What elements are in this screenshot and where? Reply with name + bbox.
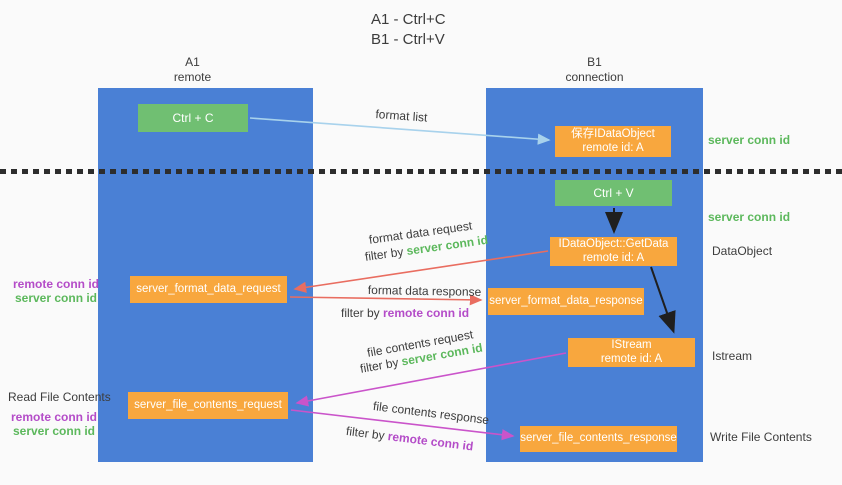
node-server-format-data-response: server_format_data_response [488, 288, 644, 315]
node-getdata-line1: IDataObject::GetData [558, 238, 669, 250]
label-dataobject: DataObject [712, 244, 773, 258]
lane-b1-name: connection [565, 70, 624, 84]
node-ctrl-c-label: Ctrl + C [172, 111, 214, 125]
node-save-idataobject: 保存IDataObject remote id: A [555, 126, 671, 157]
lane-b1-id: B1 [587, 55, 602, 69]
format-data-request-arrow [293, 250, 549, 293]
label-read-file-contents: Read File Contents [8, 390, 111, 404]
lane-header-b1: B1 connection [486, 55, 703, 85]
label-server-conn-id-mid: server conn id [708, 210, 791, 224]
file-contents-response-arrow [290, 409, 515, 441]
label-istream: Istream [712, 349, 753, 363]
file-contents-request-arrow [295, 352, 567, 407]
label-remote-conn-id-1: remote conn id [12, 277, 99, 291]
node-file-response-label: server_file_contents_response [520, 432, 677, 445]
title-line-2: B1 - Ctrl+V [371, 31, 445, 48]
label-server-conn-id-1: server conn id [14, 291, 98, 305]
getdata-to-istream-arrow [650, 266, 676, 334]
node-ctrl-v: Ctrl + V [555, 180, 672, 206]
node-ctrl-v-label: Ctrl + V [593, 186, 634, 200]
label-write-file-contents: Write File Contents [710, 430, 812, 444]
node-istream-line1: IStream [611, 339, 652, 351]
label-remote-conn-id-2: remote conn id [10, 410, 97, 424]
node-format-request-label: server_format_data_request [136, 282, 281, 295]
node-format-response-label: server_format_data_response [489, 294, 643, 307]
node-getdata-line2: remote id: A [582, 251, 645, 264]
node-idataobject-getdata: IDataObject::GetData remote id: A [550, 237, 677, 266]
filter-remote-conn-id: remote conn id [383, 306, 470, 320]
node-server-file-contents-request: server_file_contents_request [128, 392, 288, 419]
node-save-idataobject-line2: remote id: A [582, 141, 644, 154]
lane-header-a1: A1 remote [85, 55, 300, 85]
node-server-file-contents-response: server_file_contents_response [520, 426, 677, 452]
node-file-request-label: server_file_contents_request [134, 398, 282, 411]
arrow-filter-format-data-response: filter by remote conn id [341, 306, 469, 320]
node-save-idataobject-line1: 保存IDataObject [571, 128, 655, 140]
node-istream-line2: remote id: A [600, 352, 663, 365]
label-conn-ids-format-request: remote conn id server conn id [10, 277, 102, 305]
lane-a1-id: A1 [185, 55, 200, 69]
format-data-response-arrow [289, 294, 483, 306]
phase-divider-dotted-line [0, 169, 842, 174]
lane-a1-name: remote [173, 70, 212, 84]
diagram-title: A1 - Ctrl+C B1 - Ctrl+V [371, 10, 446, 50]
node-istream: IStream remote id: A [568, 338, 695, 367]
label-server-conn-id-2: server conn id [12, 424, 96, 438]
node-ctrl-c: Ctrl + C [138, 104, 248, 132]
arrow-label-format-data-response: format data response [367, 283, 482, 299]
node-server-format-data-request: server_format_data_request [130, 276, 287, 303]
label-server-conn-id-top: server conn id [708, 133, 791, 147]
format-list-arrow [249, 117, 551, 145]
label-conn-ids-file-request: remote conn id server conn id [10, 410, 98, 438]
filter-by-text: filter by [341, 306, 384, 320]
title-line-1: A1 - Ctrl+C [371, 11, 446, 28]
